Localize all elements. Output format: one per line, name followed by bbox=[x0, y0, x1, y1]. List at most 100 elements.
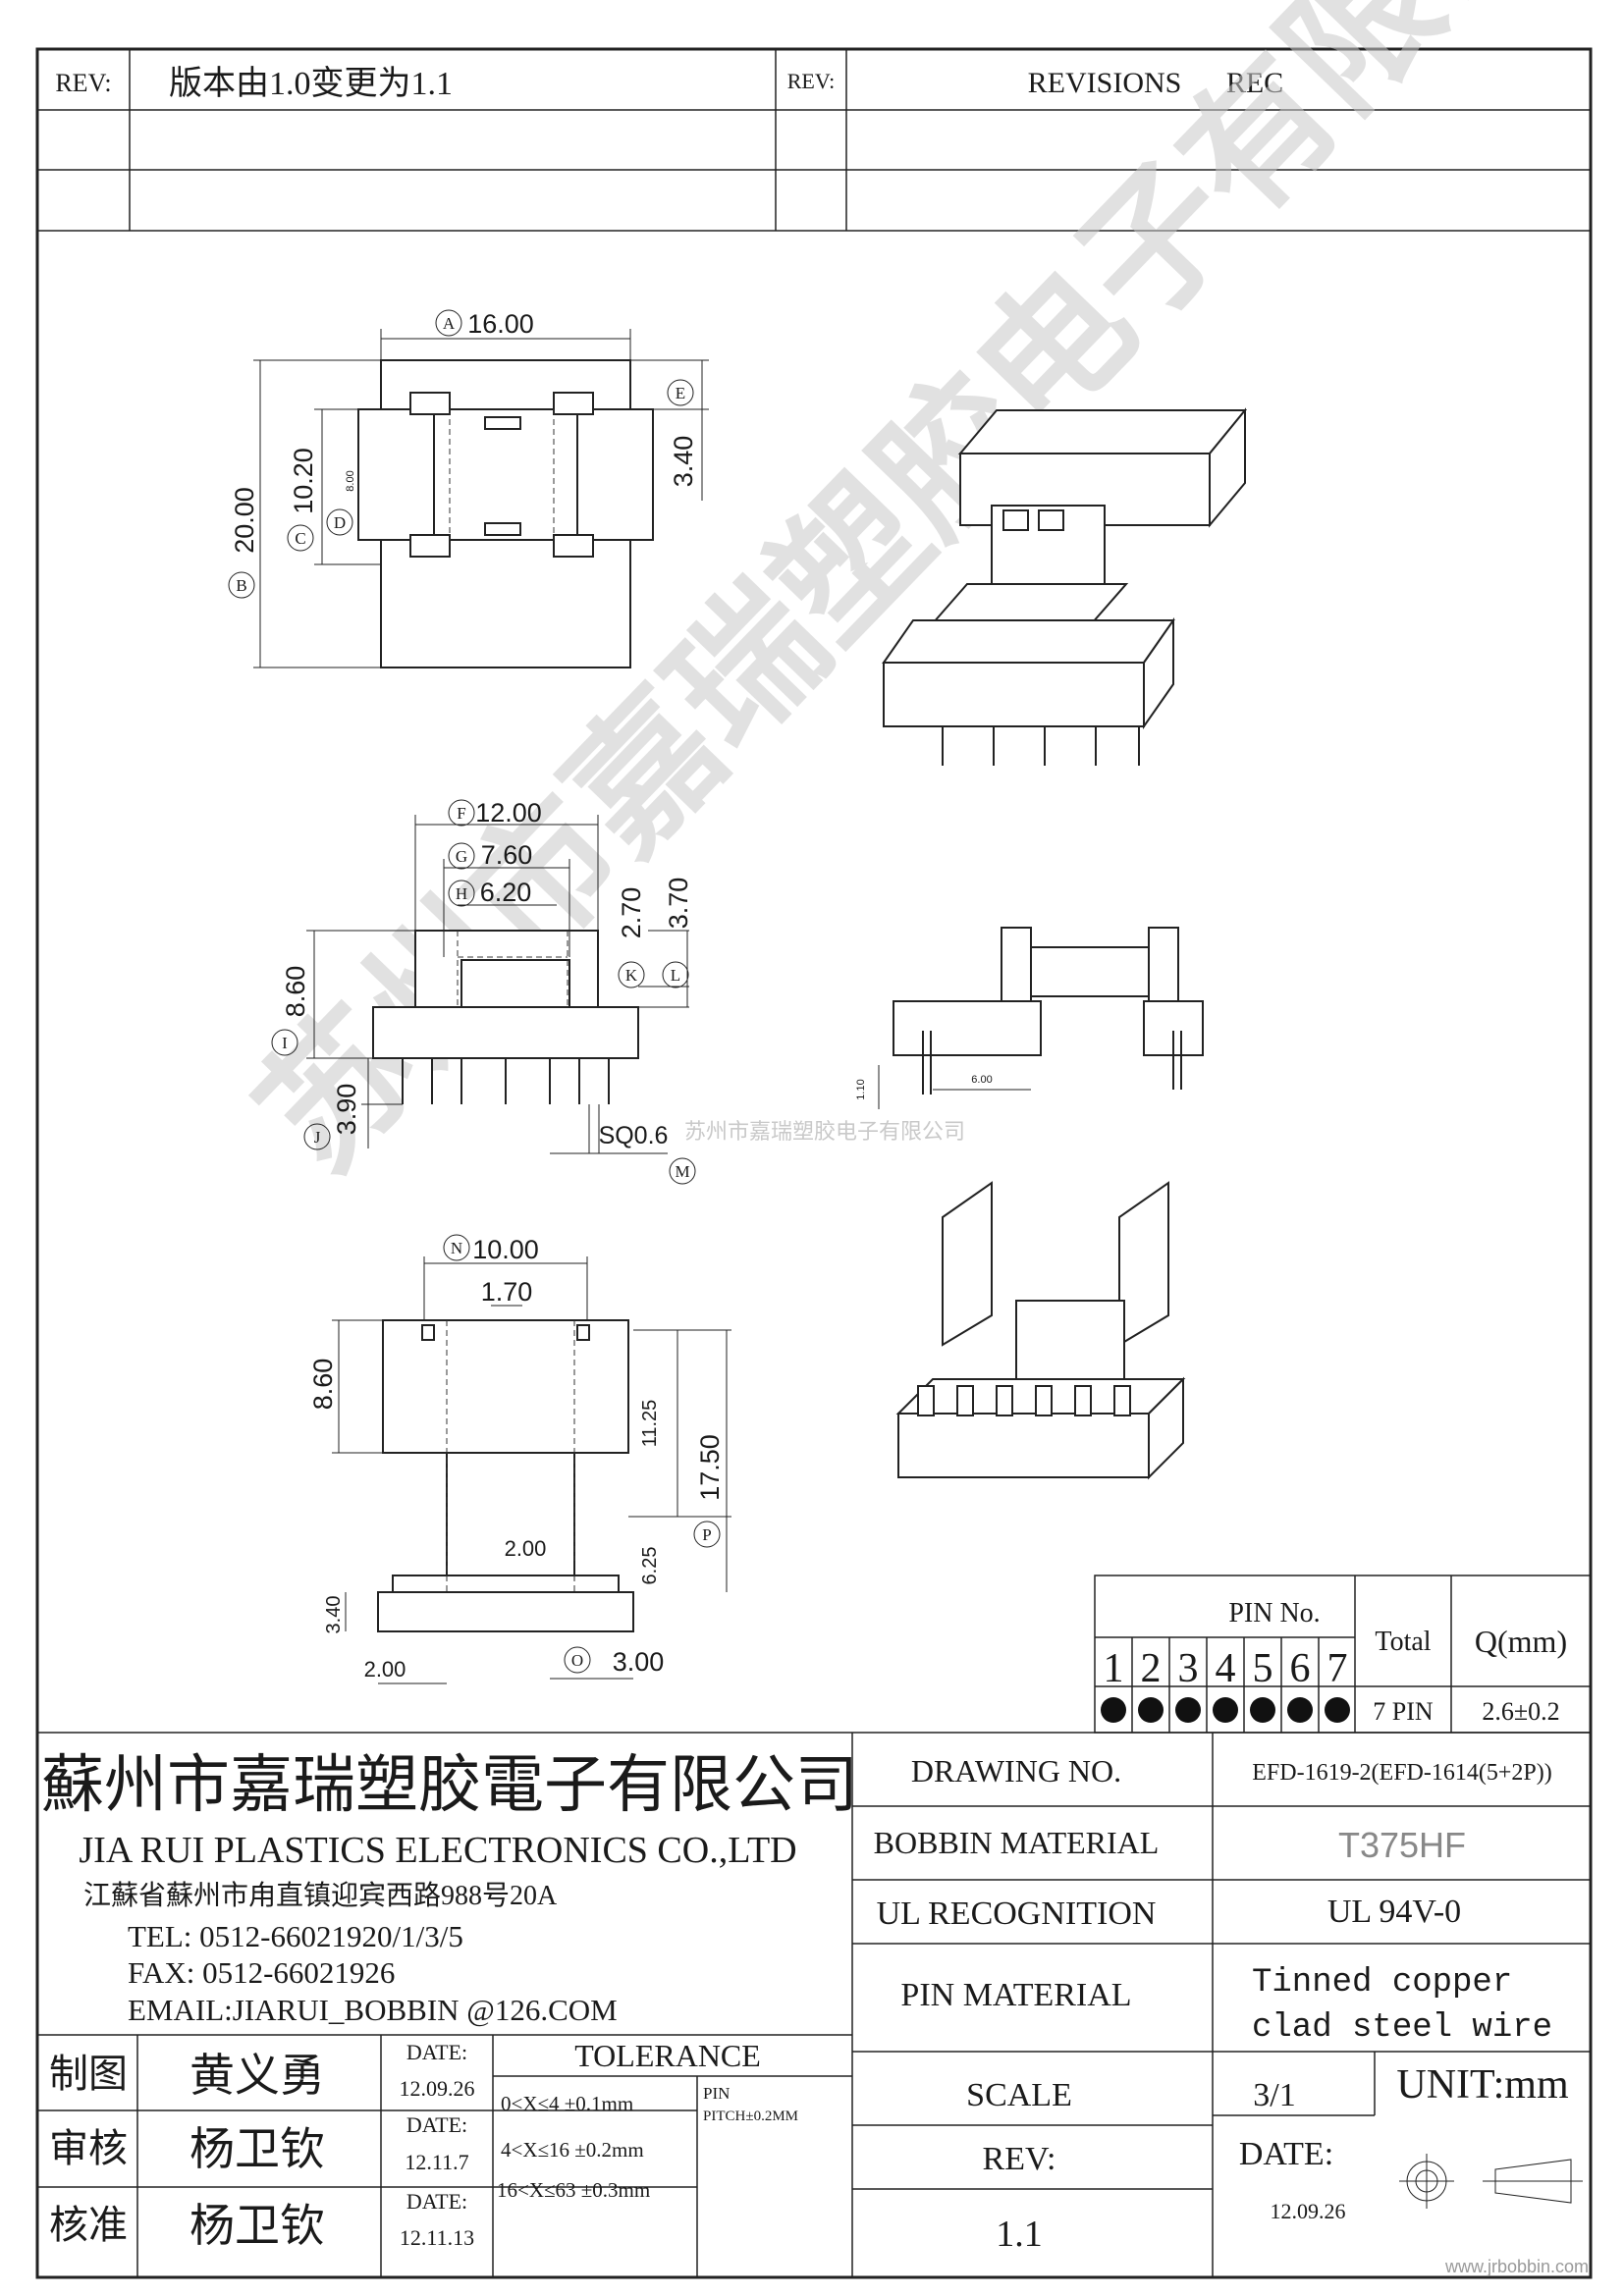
dim-6-00: 6.00 bbox=[971, 1074, 992, 1086]
pin-dot-1 bbox=[1101, 1697, 1126, 1723]
pin-dot-4 bbox=[1213, 1697, 1238, 1723]
dim-2-70: 2.70 bbox=[617, 887, 646, 939]
tolerance-row-2: 4<X≤16 ±0.2mm bbox=[501, 2138, 644, 2162]
rev-note: 版本由1.0变更为1.1 bbox=[169, 65, 453, 102]
pin-material-label: PIN MATERIAL bbox=[900, 1977, 1131, 2013]
dim-2-00-center: 2.00 bbox=[505, 1536, 547, 1561]
total-value: 7 PIN bbox=[1373, 1697, 1434, 1726]
revision-block: REV: 版本由1.0变更为1.1 REV: REVISIONS REC bbox=[36, 48, 1592, 232]
pin-label: PIN bbox=[703, 2084, 730, 2103]
dim-20-00: 20.00 bbox=[230, 487, 259, 554]
date-drafter: 12.09.26 bbox=[400, 2076, 475, 2101]
dim-1-10: 1.10 bbox=[855, 1079, 867, 1099]
rev-label-2: REV: bbox=[787, 69, 835, 93]
dim-3-40-bottom: 3.40 bbox=[323, 1596, 345, 1634]
isometric-view-bottom bbox=[895, 1181, 1186, 1480]
unit-label: UNIT:mm bbox=[1396, 2062, 1569, 2108]
svg-text:I: I bbox=[282, 1034, 288, 1052]
pin-dot-2 bbox=[1138, 1697, 1164, 1723]
pin-dot-6 bbox=[1287, 1697, 1313, 1723]
pin-no-header: PIN No. bbox=[1228, 1598, 1320, 1629]
pin-5: 5 bbox=[1253, 1646, 1273, 1691]
bobbin-material-value: T375HF bbox=[1338, 1825, 1466, 1865]
date-label-bottom: DATE: bbox=[1239, 2136, 1333, 2172]
svg-text:G: G bbox=[456, 847, 467, 866]
dim-6-20: 6.20 bbox=[480, 878, 532, 907]
svg-text:J: J bbox=[314, 1128, 321, 1147]
pin-7: 7 bbox=[1327, 1646, 1348, 1691]
side-view: 1.10 6.00 bbox=[855, 927, 1204, 1109]
pin-2: 2 bbox=[1141, 1646, 1162, 1691]
pin-dot-5 bbox=[1250, 1697, 1275, 1723]
pin-material-line-1: Tinned copper bbox=[1252, 1964, 1512, 2002]
projection-symbol-icon bbox=[1399, 2154, 1583, 2209]
dim-3-40: 3.40 bbox=[669, 436, 698, 488]
pin-material-line-2: clad steel wire bbox=[1252, 2009, 1552, 2047]
company-email: EMAIL:JIARUI_BOBBIN @126.COM bbox=[128, 1993, 618, 2027]
svg-text:B: B bbox=[236, 576, 246, 595]
svg-text:N: N bbox=[451, 1239, 462, 1257]
dim-7-60: 7.60 bbox=[481, 840, 533, 870]
total-label: Total bbox=[1375, 1627, 1431, 1657]
scale-label: SCALE bbox=[966, 2077, 1072, 2113]
drawing-no-value: EFD-1619-2(EFD-1614(5+2P)) bbox=[1252, 1760, 1552, 1786]
drawing-no-label: DRAWING NO. bbox=[911, 1753, 1121, 1789]
front-view: F 12.00 G 7.60 H 6.20 2.70 3.70 K L I 8.… bbox=[271, 798, 696, 1185]
dim-3-90: 3.90 bbox=[332, 1084, 361, 1136]
svg-text:D: D bbox=[334, 513, 346, 532]
pin-pitch: PITCH±0.2MM bbox=[703, 2109, 798, 2124]
dim-16-00: 16.00 bbox=[467, 309, 534, 339]
q-value: 2.6±0.2 bbox=[1482, 1697, 1559, 1726]
scale-value: 3/1 bbox=[1253, 2077, 1295, 2113]
center-watermark: 苏州市嘉瑞塑胶电子有限公司 bbox=[684, 1120, 965, 1145]
date-label-reviewer: DATE: bbox=[406, 2112, 467, 2137]
dim-3-70: 3.70 bbox=[664, 878, 693, 930]
svg-text:L: L bbox=[671, 966, 680, 985]
svg-text:H: H bbox=[456, 884, 467, 903]
role-approver: 核准 bbox=[49, 2203, 128, 2247]
dim-3-00: 3.00 bbox=[613, 1647, 665, 1677]
date-value-bottom: 12.09.26 bbox=[1271, 2199, 1346, 2223]
dim-2-00-left: 2.00 bbox=[364, 1657, 406, 1682]
rev-label-bottom: REV: bbox=[983, 2141, 1056, 2177]
ul-label: UL RECOGNITION bbox=[877, 1896, 1157, 1932]
svg-text:E: E bbox=[676, 384, 685, 402]
company-name-en: JIA RUI PLASTICS ELECTRONICS CO.,LTD bbox=[79, 1830, 796, 1871]
pin-3: 3 bbox=[1178, 1646, 1199, 1691]
dim-11-25: 11.25 bbox=[639, 1400, 661, 1448]
svg-text:A: A bbox=[443, 314, 456, 333]
svg-text:O: O bbox=[571, 1651, 583, 1670]
dim-10-00: 10.00 bbox=[472, 1235, 539, 1264]
title-block: 蘇州市嘉瑞塑胶電子有限公司 JIA RUI PLASTICS ELECTRONI… bbox=[37, 1732, 1591, 2277]
pin-dot-3 bbox=[1175, 1697, 1201, 1723]
name-approver: 杨卫钦 bbox=[189, 2201, 325, 2251]
footer-url: www.jrbobbin.com bbox=[1444, 2257, 1589, 2276]
dim-12-00: 12.00 bbox=[475, 798, 542, 828]
dim-10-20: 10.20 bbox=[289, 448, 318, 514]
date-approver: 12.11.13 bbox=[400, 2225, 474, 2250]
company-tel: TEL: 0512-66021920/1/3/5 bbox=[128, 1919, 463, 1953]
q-label: Q(mm) bbox=[1475, 1624, 1567, 1659]
name-reviewer: 杨卫钦 bbox=[189, 2124, 325, 2174]
dim-8-00: 8.00 bbox=[345, 470, 356, 491]
svg-text:P: P bbox=[702, 1525, 711, 1544]
dim-17-50: 17.50 bbox=[695, 1434, 725, 1501]
svg-text:F: F bbox=[457, 804, 465, 823]
ul-value: UL 94V-0 bbox=[1327, 1894, 1461, 1930]
date-label-approver: DATE: bbox=[406, 2189, 467, 2214]
tolerance-row-3: 16<X≤63 ±0.3mm bbox=[497, 2178, 650, 2202]
dim-8-60-bottom: 8.60 bbox=[308, 1359, 338, 1411]
isometric-view-top bbox=[882, 407, 1248, 766]
rev-value: 1.1 bbox=[996, 2214, 1043, 2255]
svg-text:K: K bbox=[625, 966, 638, 985]
pin-1: 1 bbox=[1104, 1646, 1124, 1691]
company-fax: FAX: 0512-66021926 bbox=[128, 1955, 395, 1990]
date-reviewer: 12.11.7 bbox=[405, 2150, 468, 2174]
company-address: 江蘇省蘇州市甪直镇迎宾西路988号20A bbox=[83, 1880, 558, 1911]
rev-label: REV: bbox=[55, 69, 111, 97]
name-drafter: 黄义勇 bbox=[189, 2051, 325, 2101]
dim-8-60-front: 8.60 bbox=[281, 966, 310, 1018]
bottom-view: N 10.00 1.70 8.60 11.25 P 17.50 2.00 6.2… bbox=[308, 1234, 731, 1684]
role-reviewer: 审核 bbox=[49, 2126, 128, 2170]
